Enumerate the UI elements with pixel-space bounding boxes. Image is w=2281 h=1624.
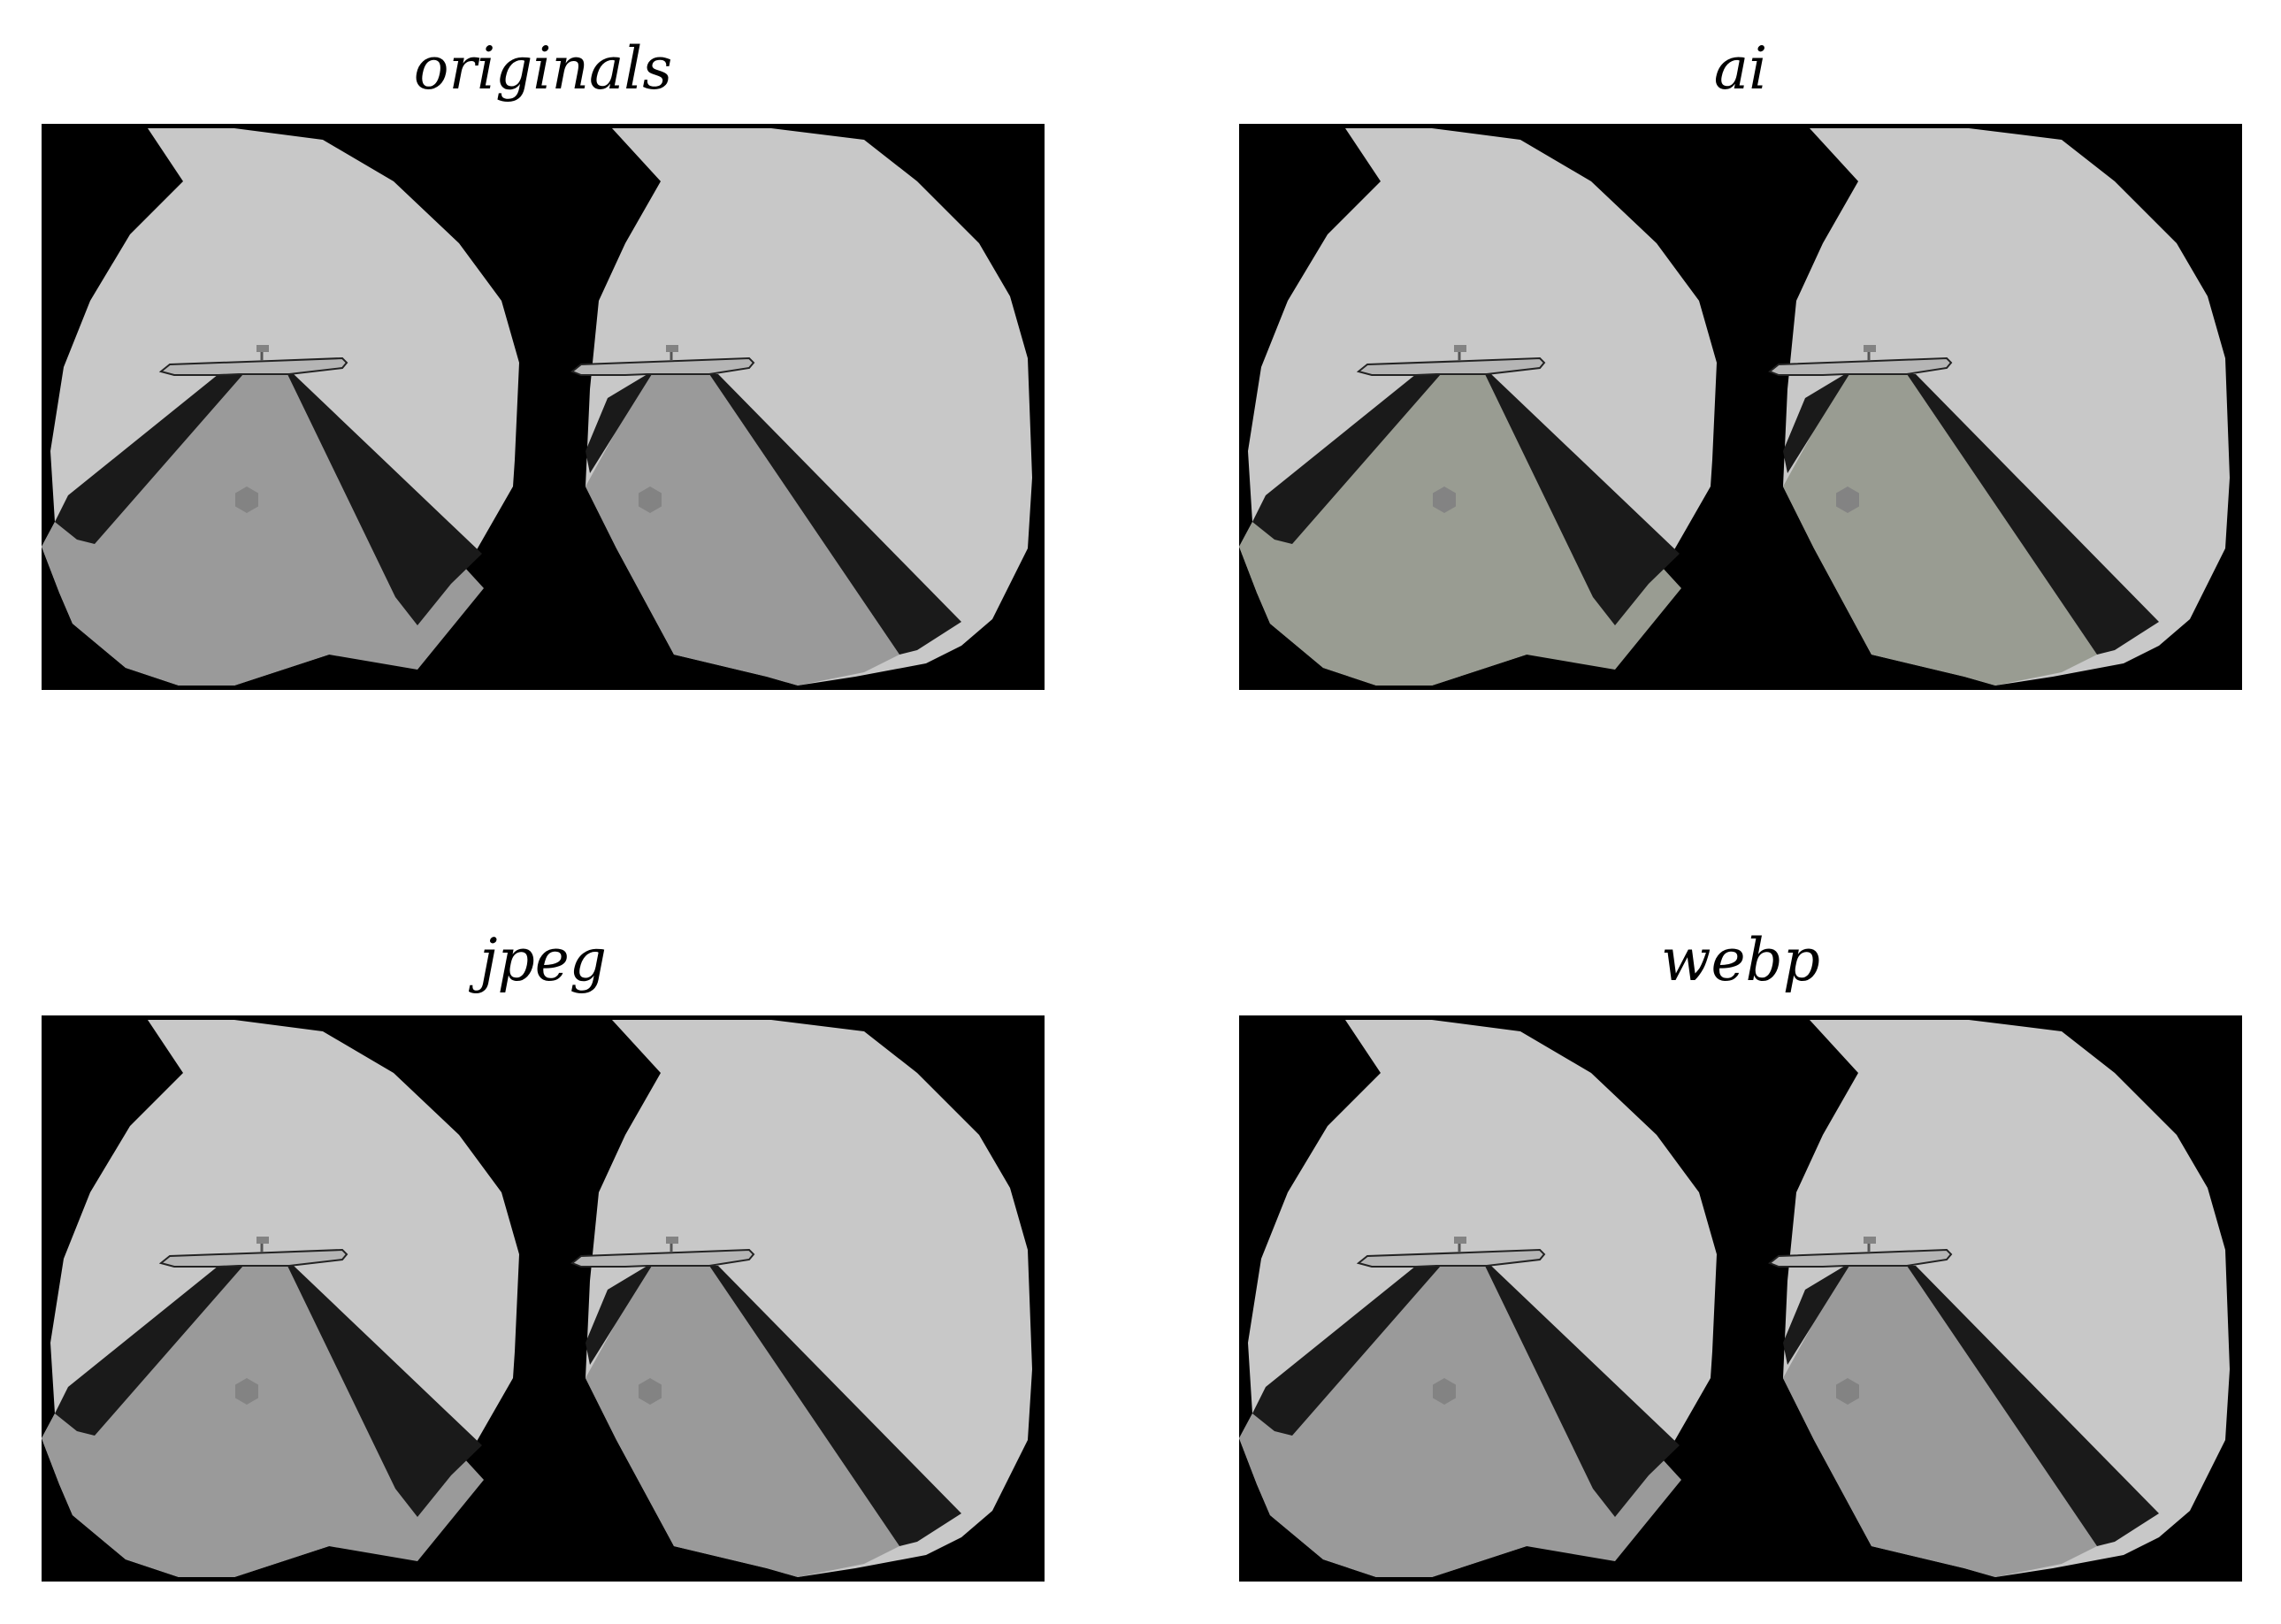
antenna	[1864, 1237, 1876, 1244]
stereo-image	[1239, 1015, 2242, 1582]
panel-title: jpeg	[478, 926, 608, 994]
shadow-wedge	[586, 374, 652, 473]
hexagon-marker	[1836, 486, 1859, 513]
stereo-image	[1239, 124, 2242, 690]
shadow-wedge	[709, 1266, 961, 1546]
hexagon-marker	[1433, 1378, 1456, 1405]
shadow-wedge	[1783, 1266, 1849, 1365]
shadow-wedge	[1252, 374, 1441, 544]
image-frame	[42, 124, 1045, 690]
shadow-wedge	[1485, 374, 1680, 625]
hexagon-marker	[1433, 486, 1456, 513]
shadow-wedge	[709, 374, 961, 655]
antenna	[1454, 345, 1466, 352]
shadow-wedge	[1907, 1266, 2159, 1546]
shadow-wedge	[1485, 1266, 1680, 1517]
shadow-wedge	[1907, 374, 2159, 655]
platform	[1768, 356, 1953, 376]
image-frame	[42, 1015, 1045, 1582]
floor-area	[586, 1266, 899, 1577]
platform	[1356, 356, 1546, 376]
image-frame	[1239, 124, 2242, 690]
platform	[570, 1248, 755, 1268]
shadow-wedge	[287, 374, 482, 625]
shadow-wedge	[55, 374, 243, 544]
platform	[158, 356, 348, 376]
hexagon-marker	[639, 1378, 662, 1405]
hexagon-marker	[235, 1378, 258, 1405]
hexagon-marker	[1836, 1378, 1859, 1405]
hexagon-marker	[639, 486, 662, 513]
antenna	[1864, 345, 1876, 352]
antenna	[256, 345, 269, 352]
stereo-image	[42, 124, 1045, 690]
floor-area	[1783, 1266, 2097, 1577]
image-frame	[1239, 1015, 2242, 1582]
platform	[1356, 1248, 1546, 1268]
floor-area	[586, 374, 899, 686]
antenna	[1454, 1237, 1466, 1244]
platform	[1768, 1248, 1953, 1268]
panel-title: webp	[1660, 926, 1821, 994]
panel-title: originals	[413, 34, 673, 103]
platform	[570, 356, 755, 376]
antenna	[666, 1237, 678, 1244]
shadow-wedge	[586, 1266, 652, 1365]
hexagon-marker	[235, 486, 258, 513]
stereo-image	[42, 1015, 1045, 1582]
antenna	[256, 1237, 269, 1244]
panel-title: ai	[1713, 34, 1768, 103]
antenna	[666, 345, 678, 352]
platform	[158, 1248, 348, 1268]
shadow-wedge	[1252, 1266, 1441, 1436]
shadow-wedge	[1783, 374, 1849, 473]
floor-area	[1783, 374, 2097, 686]
shadow-wedge	[55, 1266, 243, 1436]
shadow-wedge	[287, 1266, 482, 1517]
